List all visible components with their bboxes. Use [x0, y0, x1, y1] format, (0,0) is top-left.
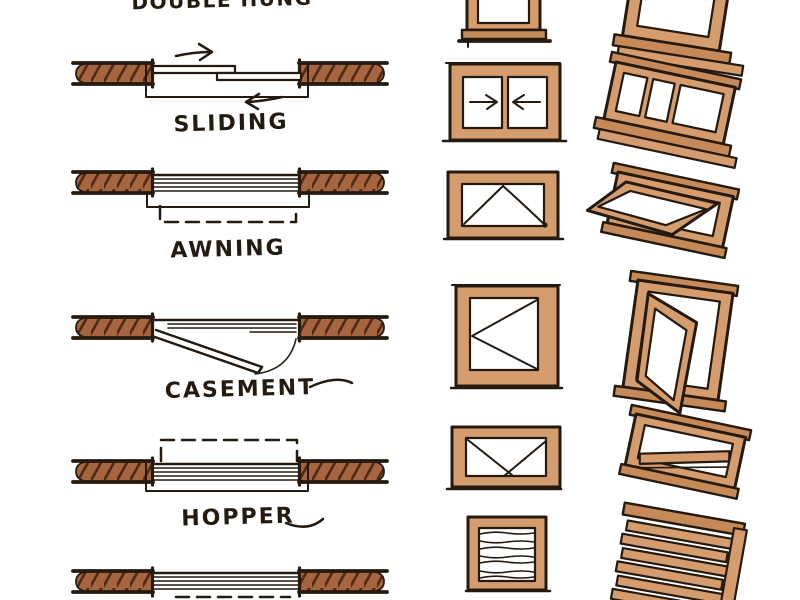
- casement-open-sash: [635, 292, 699, 415]
- arrow-left-icon: [244, 92, 284, 111]
- hopper-label: HOPPER: [181, 503, 295, 532]
- double-hung-isometric-view: [611, 0, 745, 77]
- awning-open-sash-dashed: [158, 204, 298, 224]
- hopper-elevation-view: [445, 425, 563, 491]
- arrow-right-icon: [469, 94, 498, 110]
- hopper-plan-view: [71, 438, 389, 492]
- arrow-left-icon: [512, 94, 541, 110]
- hopper-open-sash-dashed: [159, 438, 299, 463]
- louvered-plan-view: [71, 566, 389, 599]
- awning-isometric-view: [585, 161, 741, 260]
- sliding-elevation-view: [441, 62, 568, 143]
- louvered-elevation-view: [464, 515, 552, 593]
- sliding-plan-view: [71, 42, 389, 111]
- hopper-isometric-view: [617, 403, 753, 500]
- casement-label: CASEMENT: [164, 375, 316, 404]
- awning-open-sash: [585, 180, 720, 237]
- sliding-label: SLIDING: [173, 109, 289, 138]
- double-hung-elevation-view: [457, 0, 552, 48]
- casement-swing-arc: [254, 338, 297, 375]
- arrow-right-icon: [174, 42, 214, 62]
- hopper-open-sash: [638, 450, 731, 469]
- casement-isometric-view: [612, 269, 740, 415]
- casement-elevation-view: [449, 284, 564, 390]
- sliding-pane-a: [151, 64, 237, 75]
- awning-elevation-view: [442, 170, 565, 241]
- casement-plan-view: [71, 312, 389, 375]
- casement-open-sash: [150, 328, 264, 375]
- hopper-label-flourish: [284, 517, 325, 528]
- sliding-pane-b: [215, 71, 303, 82]
- awning-plan-view: [71, 167, 389, 224]
- louvered-isometric-view: [609, 501, 748, 600]
- sliding-isometric-view: [592, 50, 743, 170]
- casement-label-flourish: [308, 378, 354, 389]
- awning-label: AWNING: [170, 235, 286, 264]
